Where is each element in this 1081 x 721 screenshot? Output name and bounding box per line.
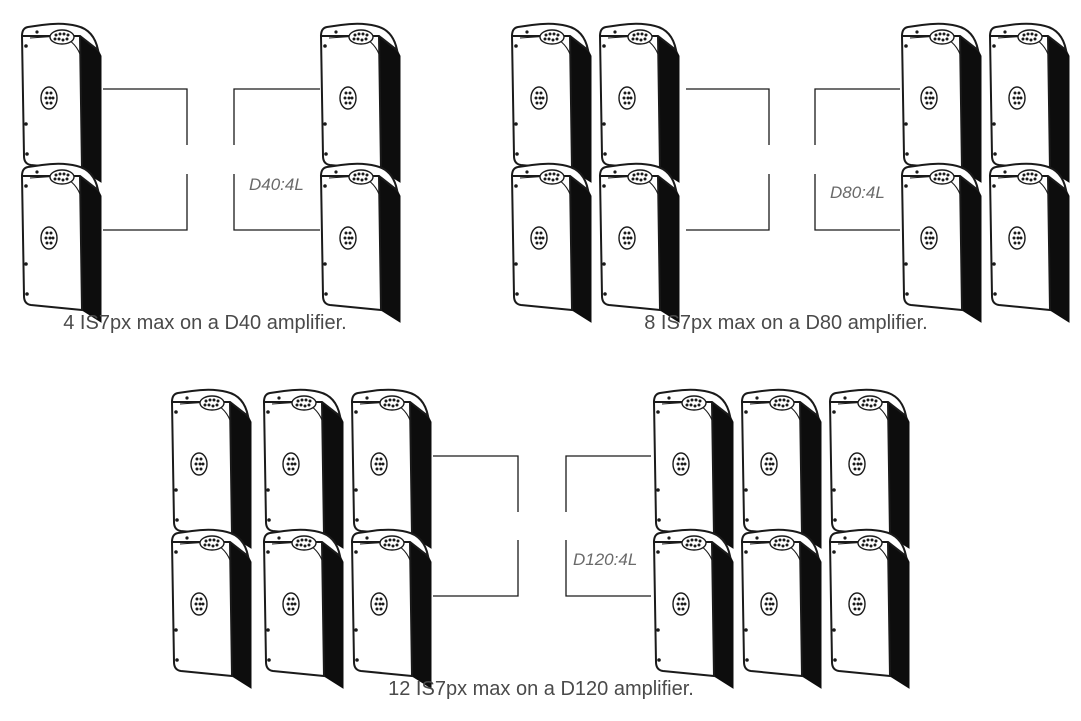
d40-output-wire: [233, 88, 320, 145]
d80-speaker-cabinet: [511, 162, 592, 323]
d80-speaker-cabinet: [901, 22, 982, 184]
d80-speaker-cabinet: [989, 22, 1070, 184]
d40-output-wire: [103, 174, 188, 231]
d80-speaker-cabinet: [599, 22, 680, 184]
d120-speaker-cabinet: [829, 528, 910, 689]
d120-output-wire: [433, 455, 519, 512]
wiring-layer: [103, 88, 900, 597]
d120-speaker-cabinet: [653, 388, 734, 549]
caption-d80: 8 IS7px max on a D80 amplifier.: [644, 312, 927, 334]
d40-speaker-cabinet: [320, 22, 401, 184]
d120-output-wire: [565, 455, 651, 512]
d80-output-wire: [686, 88, 770, 145]
d40-speaker-cabinet: [320, 162, 401, 323]
d120-output-wire: [433, 540, 519, 597]
d80-speaker-cabinet: [511, 22, 592, 184]
d40-speaker-cabinet: [21, 162, 102, 323]
caption-d40: 4 IS7px max on a D40 amplifier.: [63, 312, 346, 334]
d40-output-wire: [233, 174, 320, 231]
d120-speaker-cabinet: [351, 528, 432, 689]
d80-output-wire: [814, 88, 900, 145]
d120-speaker-cabinet: [741, 388, 822, 549]
amplifier-label-d120: D120:4L: [573, 550, 637, 569]
d120-speaker-cabinet: [351, 388, 432, 549]
d40-speaker-cabinet: [21, 22, 102, 184]
d120-output-wire: [565, 540, 651, 597]
d120-speaker-cabinet: [829, 388, 910, 549]
d120-speaker-cabinet: [171, 528, 252, 689]
caption-d120: 12 IS7px max on a D120 amplifier.: [388, 678, 694, 700]
amplifier-label-d80: D80:4L: [830, 183, 885, 202]
d120-speaker-cabinet: [653, 528, 734, 689]
d40-output-wire: [103, 88, 188, 145]
d80-output-wire: [686, 174, 770, 231]
d80-speaker-cabinet: [989, 162, 1070, 323]
d80-speaker-cabinet: [901, 162, 982, 323]
d80-output-wire: [814, 174, 900, 231]
d120-speaker-cabinet: [741, 528, 822, 689]
amplifier-label-d40: D40:4L: [249, 175, 304, 194]
d120-speaker-cabinet: [263, 528, 344, 689]
d120-speaker-cabinet: [263, 388, 344, 549]
d120-speaker-cabinet: [171, 388, 252, 549]
speakers-layer: [21, 22, 1070, 689]
d80-speaker-cabinet: [599, 162, 680, 323]
